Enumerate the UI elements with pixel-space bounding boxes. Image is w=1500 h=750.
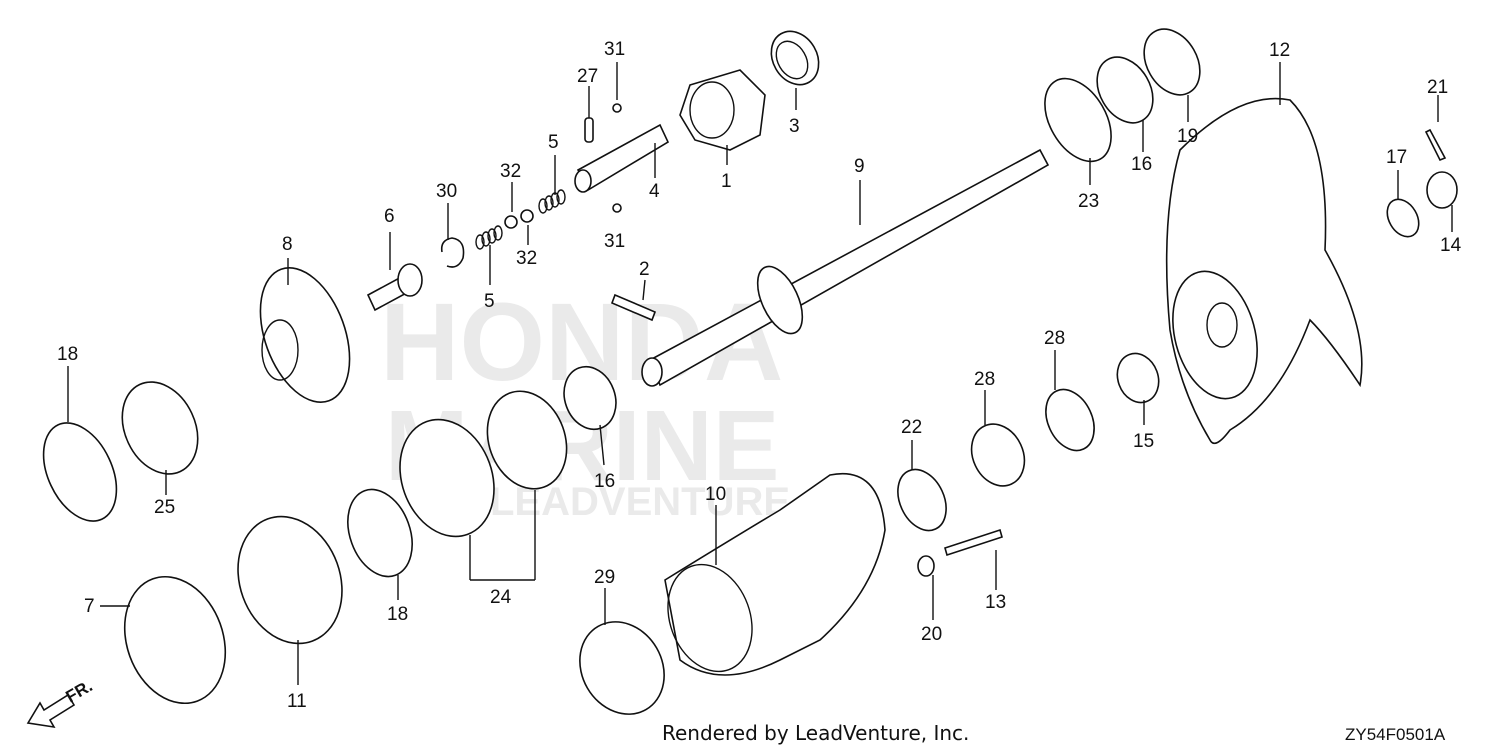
part-bearing-22[interactable] [889,462,956,539]
callout-32b[interactable]: 32 [516,248,537,269]
part-clip-30[interactable] [440,237,465,268]
part-seal-28b[interactable] [962,415,1034,494]
callout-14[interactable]: 14 [1440,235,1462,256]
part-cotter-21[interactable] [1424,128,1447,162]
callout-10[interactable]: 10 [705,484,726,505]
part-oring-29[interactable] [563,606,680,729]
callout-32a[interactable]: 32 [500,161,521,182]
part-spacer-15[interactable] [1111,348,1166,409]
part-oring-32b[interactable] [520,209,534,223]
callout-25[interactable]: 25 [154,497,175,518]
callout-21[interactable]: 21 [1427,77,1448,98]
part-gearcase-cap-10[interactable] [654,473,886,684]
callout-5a[interactable]: 5 [548,132,559,153]
part-washer-20[interactable] [917,555,935,577]
callout-16a[interactable]: 16 [1131,154,1152,175]
part-seal-28a[interactable] [1037,382,1104,459]
part-plunger-6[interactable] [366,263,423,312]
part-clutch[interactable] [679,69,766,151]
callout-11[interactable]: 11 [287,691,307,712]
callout-3[interactable]: 3 [789,116,800,137]
callout-30[interactable]: 30 [436,181,457,202]
part-spring-5a[interactable] [538,189,566,214]
part-ring-18b[interactable] [336,480,423,585]
part-ball-31b[interactable] [612,203,622,213]
callout-9[interactable]: 9 [854,156,865,177]
callout-20[interactable]: 20 [921,624,942,645]
callout-4[interactable]: 4 [649,181,660,202]
part-propshaft-9[interactable] [641,148,1050,387]
callout-31b[interactable]: 31 [604,231,625,252]
callout-29[interactable]: 29 [594,567,615,588]
part-pin-2[interactable] [610,293,657,322]
callout-22[interactable]: 22 [901,417,922,438]
callout-23[interactable]: 23 [1078,191,1099,212]
part-ball-31a[interactable] [612,103,622,113]
forward-direction-indicator: FR. [26,676,96,729]
part-oring-32a[interactable] [504,215,518,229]
callout-7[interactable]: 7 [84,596,95,617]
part-propeller-12[interactable] [1160,97,1363,445]
callout-28b[interactable]: 28 [1044,328,1065,349]
callout-16b[interactable]: 16 [594,471,615,492]
part-ring-18a[interactable] [29,411,131,532]
part-gear-8[interactable] [243,256,366,415]
arrow-down-left-icon [26,693,76,729]
part-ring[interactable] [762,23,828,93]
callout-17[interactable]: 17 [1386,147,1407,168]
part-gear-7[interactable] [108,563,243,718]
callout-5b[interactable]: 5 [484,291,495,312]
callout-2[interactable]: 2 [639,259,650,280]
diagram-code: ZY54F0501A [1345,725,1446,744]
leader-lines [67,62,1453,685]
callout-8[interactable]: 8 [282,234,293,255]
callout-31a[interactable]: 31 [604,39,625,60]
callout-18b[interactable]: 18 [387,604,408,625]
callouts: 1 2 3 4 5 5 6 7 8 9 10 11 12 13 14 15 16… [57,39,1462,712]
callout-12[interactable]: 12 [1269,40,1290,61]
callout-13[interactable]: 13 [985,592,1006,613]
part-bolt-13[interactable] [944,528,1003,557]
part-thrust-bearing-23[interactable] [1031,67,1124,173]
part-bearing-25[interactable] [108,370,212,487]
part-holder-11[interactable] [221,502,359,658]
callout-24[interactable]: 24 [490,587,512,608]
part-washer-19[interactable] [1133,19,1211,105]
callout-18a[interactable]: 18 [57,344,78,365]
part-nut-14[interactable] [1426,171,1458,209]
callout-28a[interactable]: 28 [974,369,995,390]
part-pin-27[interactable] [584,117,594,143]
part-spring-5b[interactable] [475,225,503,250]
part-bearing-24[interactable] [384,380,580,550]
callout-19[interactable]: 19 [1177,126,1198,147]
footer-credit: Rendered by LeadVenture, Inc. [662,721,969,745]
part-washer-17[interactable] [1381,194,1425,243]
callout-27[interactable]: 27 [577,66,598,87]
callout-1[interactable]: 1 [721,171,732,192]
part-shift-slider[interactable] [574,123,670,193]
callout-6[interactable]: 6 [384,206,395,227]
callout-15[interactable]: 15 [1133,431,1154,452]
